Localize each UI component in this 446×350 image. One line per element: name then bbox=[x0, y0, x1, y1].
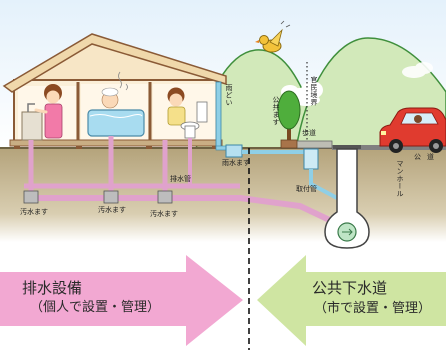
public-basin-label: 公共ます bbox=[272, 96, 280, 126]
attic bbox=[14, 40, 218, 84]
sewage-basin bbox=[103, 190, 119, 204]
drain-pipe-main bbox=[31, 195, 340, 227]
rain-pipes bbox=[215, 81, 338, 200]
bathtub bbox=[87, 109, 145, 137]
sink-counter bbox=[21, 111, 43, 141]
car-icon bbox=[379, 107, 446, 153]
rain-basin-label: 雨水ます bbox=[222, 159, 250, 167]
sidewalk-label: 歩道 bbox=[302, 129, 316, 137]
manhole bbox=[324, 145, 370, 249]
foundation-post bbox=[146, 146, 152, 149]
bathing-person bbox=[87, 71, 145, 137]
manhole-shaft bbox=[324, 148, 370, 249]
sewage-basin-label: 汚水ます bbox=[98, 206, 126, 214]
foundation-post bbox=[14, 146, 20, 149]
sewage-basin bbox=[157, 190, 173, 204]
private-arrow bbox=[0, 255, 243, 346]
toilet-tank bbox=[196, 101, 208, 123]
road-label: 公道 bbox=[414, 153, 440, 161]
foundation-post bbox=[76, 146, 82, 149]
cloud bbox=[402, 62, 433, 78]
sewage-basin bbox=[23, 190, 39, 204]
bird-icon bbox=[255, 20, 291, 53]
sewage-pipes bbox=[23, 136, 340, 227]
manhole-cover bbox=[333, 145, 361, 149]
faucet-icon bbox=[27, 103, 35, 112]
connection-pipe bbox=[309, 169, 338, 200]
private-section-subtitle: （個人で設置・管理） bbox=[30, 300, 161, 315]
rain-gutter-downspout bbox=[215, 81, 222, 149]
house-floor bbox=[9, 139, 223, 147]
public-section-title: 公共下水道 bbox=[312, 279, 388, 297]
rain-basin bbox=[225, 144, 243, 158]
steam-icon bbox=[118, 71, 128, 91]
rain-gutter-label: 雨どい bbox=[225, 84, 233, 107]
toilet-person bbox=[167, 87, 208, 139]
public-section-subtitle: （市で設置・管理） bbox=[314, 301, 432, 316]
drain-pipe-label: 排水管 bbox=[170, 175, 191, 183]
private-section-title: 排水設備 bbox=[22, 279, 83, 297]
road bbox=[332, 145, 446, 150]
sidewalk-curb bbox=[295, 140, 333, 149]
flow-arrow-icon bbox=[342, 228, 353, 236]
sewage-basin-label: 汚水ます bbox=[20, 208, 48, 216]
kitchen-woman bbox=[21, 84, 63, 141]
tree bbox=[277, 90, 301, 149]
roof bbox=[2, 33, 227, 93]
planter bbox=[280, 139, 298, 149]
public-arrow bbox=[257, 255, 446, 346]
sewage-basin-label: 汚水ます bbox=[150, 210, 178, 218]
boundary-label: 官民境界 bbox=[310, 76, 318, 106]
headlight bbox=[381, 131, 386, 135]
connection-pipe-label: 取付管 bbox=[296, 185, 317, 193]
public-basin-box bbox=[303, 148, 319, 170]
manhole-label: マンホール bbox=[396, 160, 404, 198]
driver bbox=[414, 115, 422, 123]
foundation-post bbox=[212, 146, 218, 149]
